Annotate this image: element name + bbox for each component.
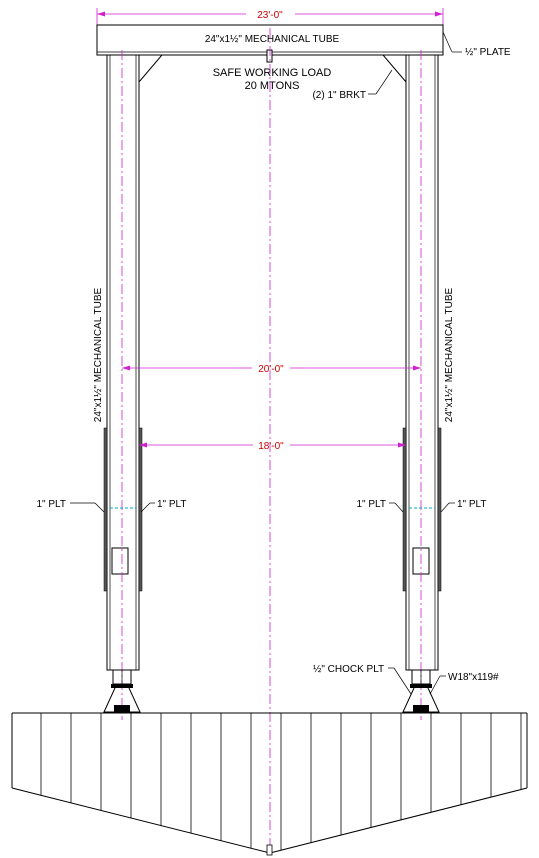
safe-load-line2: 20 MTONS	[245, 80, 300, 92]
wf-beam-callout: W18"x119#	[429, 672, 499, 695]
plate-callout: ½" PLATE	[442, 31, 511, 58]
wf-beam-label: W18"x119#	[448, 672, 499, 683]
overall-width-dimension: 23'-0"	[96, 8, 444, 28]
right-base-assembly	[402, 669, 440, 713]
plt-left-outer-label: 1" PLT	[37, 499, 67, 510]
left-base-assembly	[103, 669, 141, 713]
foundation	[11, 712, 528, 856]
plt-right-inner-callout: 1" PLT	[357, 499, 404, 513]
column-left-label: 24"x1½" MECHANICAL TUBE	[93, 287, 104, 422]
plt-right-outer-label: 1" PLT	[457, 499, 487, 510]
beam-label: 24"x1½" MECHANICAL TUBE	[205, 34, 340, 45]
plt-left-outer-callout: 1" PLT	[37, 499, 105, 513]
column-centers-text: 20'-0"	[258, 364, 284, 375]
right-column	[402, 54, 442, 671]
plate-label: ½" PLATE	[465, 47, 511, 58]
chock-plt-callout: ½" CHOCK PLT	[313, 664, 412, 695]
safe-load-line1: SAFE WORKING LOAD	[213, 67, 332, 79]
plt-right-outer-callout: 1" PLT	[440, 499, 487, 513]
inner-clear-text: 18'-0"	[258, 441, 284, 452]
plt-right-inner-label: 1" PLT	[357, 499, 387, 510]
column-right-label: 24"x1½" MECHANICAL TUBE	[444, 287, 455, 422]
overall-width-text: 23'-0"	[257, 10, 283, 21]
bracket-callout: (2) 1" BRKT	[312, 69, 393, 101]
left-column	[103, 54, 143, 671]
left-bracket	[138, 54, 164, 84]
chock-plt-label: ½" CHOCK PLT	[313, 664, 384, 675]
inner-clear-dimension: 18'-0"	[139, 441, 406, 452]
bracket-label: (2) 1" BRKT	[312, 90, 366, 101]
plt-left-inner-callout: 1" PLT	[140, 499, 187, 513]
plt-left-inner-label: 1" PLT	[157, 499, 187, 510]
column-centers-dimension: 20'-0"	[122, 364, 421, 375]
